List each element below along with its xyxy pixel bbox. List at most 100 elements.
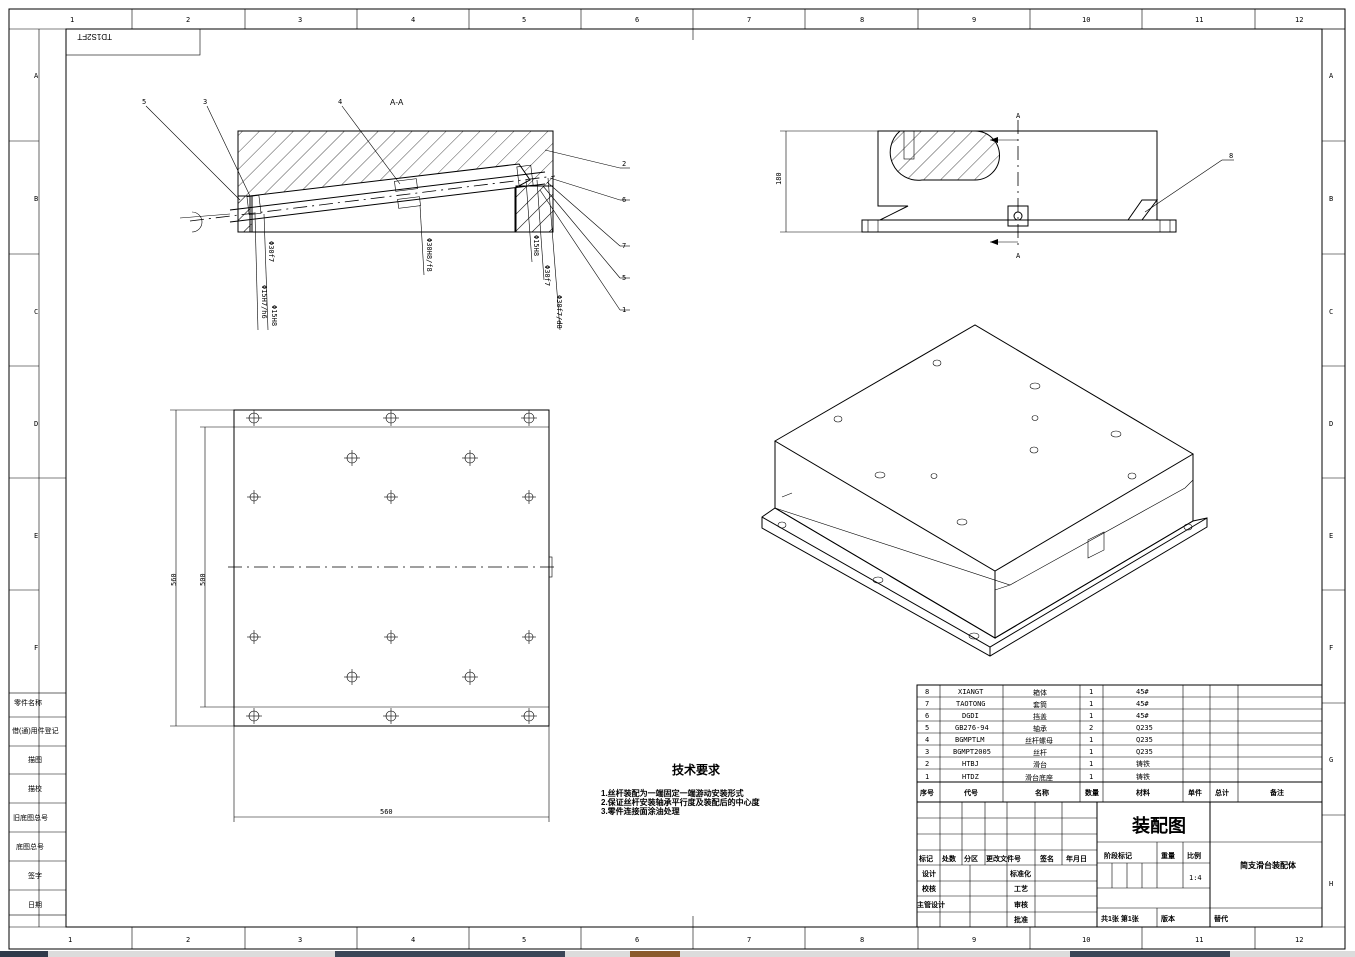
svg-text:设计: 设计 <box>922 869 936 878</box>
svg-text:Q235: Q235 <box>1136 724 1153 732</box>
svg-text:标准化: 标准化 <box>1009 869 1031 878</box>
svg-text:BGMPTLM: BGMPTLM <box>955 736 985 744</box>
row-divisions <box>9 140 1345 816</box>
svg-text:2.保证丝杆安装轴承平行度及装配后的中心度: 2.保证丝杆安装轴承平行度及装配后的中心度 <box>601 797 761 807</box>
column-labels-top: 1 2 3 4 5 6 7 8 9 10 11 12 <box>70 16 1303 24</box>
svg-text:Q235: Q235 <box>1136 748 1153 756</box>
svg-text:套筒: 套筒 <box>1033 700 1047 709</box>
svg-text:描图: 描图 <box>28 755 42 764</box>
svg-text:3: 3 <box>925 748 929 756</box>
svg-text:工艺: 工艺 <box>1014 884 1028 893</box>
svg-text:审核: 审核 <box>1014 900 1028 909</box>
svg-text:E: E <box>1329 532 1333 540</box>
row-labels: A B C D E F A B C D E F G H <box>34 72 1334 888</box>
svg-text:45#: 45# <box>1136 700 1149 708</box>
col-label: 10 <box>1082 936 1090 944</box>
svg-text:B: B <box>34 195 38 203</box>
left-archive-strip: 零件名称 借(通)用件登记 描图 描校 旧底图总号 底图总号 签字 日期 <box>8 692 67 916</box>
col-label: 2 <box>186 936 190 944</box>
corner-code-box: TD1S2FT <box>65 28 201 56</box>
column-labels-bottom: 1 2 3 4 5 6 7 8 9 10 11 12 <box>68 936 1303 944</box>
side-view: A A 180 8 <box>775 112 1234 260</box>
svg-text:BGMPT2005: BGMPT2005 <box>953 748 991 756</box>
svg-text:主管设计: 主管设计 <box>917 900 945 909</box>
bottom-strip-accent <box>630 951 680 957</box>
svg-text:底图总号: 底图总号 <box>16 842 44 851</box>
svg-text:1: 1 <box>1089 712 1093 720</box>
svg-text:45#: 45# <box>1136 688 1149 696</box>
svg-text:GB276-94: GB276-94 <box>955 724 989 732</box>
svg-text:材料: 材料 <box>1135 788 1150 797</box>
svg-text:A: A <box>1329 72 1334 80</box>
svg-text:标记: 标记 <box>918 854 933 863</box>
svg-text:B: B <box>1329 195 1333 203</box>
svg-text:500: 500 <box>199 573 207 586</box>
bottom-strip-dark <box>0 951 48 957</box>
svg-text:5: 5 <box>622 274 626 282</box>
svg-text:年月日: 年月日 <box>1066 854 1087 863</box>
svg-text:零件名称: 零件名称 <box>14 698 42 707</box>
svg-text:8: 8 <box>925 688 929 696</box>
svg-text:DGDI: DGDI <box>962 712 979 720</box>
svg-text:阶段标记: 阶段标记 <box>1104 851 1132 860</box>
svg-text:铸铁: 铸铁 <box>1136 759 1150 768</box>
col-label: 1 <box>70 16 74 24</box>
section-view-a-a: A-A 5 3 4 2 6 7 5 1 <box>142 98 630 331</box>
svg-text:5: 5 <box>142 98 146 106</box>
svg-text:HTBJ: HTBJ <box>962 760 979 768</box>
svg-text:45#: 45# <box>1136 712 1149 720</box>
svg-text:1: 1 <box>1089 748 1093 756</box>
svg-text:Φ30f7/d8: Φ30f7/d8 <box>555 295 563 329</box>
col-label: 1 <box>68 936 72 944</box>
svg-text:1: 1 <box>1089 700 1093 708</box>
col-label: 9 <box>972 936 976 944</box>
svg-text:批准: 批准 <box>1014 915 1028 924</box>
svg-text:Φ15H8: Φ15H8 <box>270 305 278 326</box>
col-label: 8 <box>860 16 864 24</box>
svg-text:滑台: 滑台 <box>1033 760 1047 769</box>
svg-text:1.丝杆装配为一端固定一端游动安装形式: 1.丝杆装配为一端固定一端游动安装形式 <box>601 788 744 798</box>
iso-holes <box>777 359 1193 640</box>
svg-text:A: A <box>1016 112 1021 120</box>
svg-text:序号: 序号 <box>919 788 934 797</box>
svg-text:旧底图总号: 旧底图总号 <box>13 813 48 822</box>
isometric-view <box>761 324 1208 657</box>
svg-text:总计: 总计 <box>1215 788 1229 797</box>
bottom-strip-dark-3 <box>1070 951 1230 957</box>
col-label: 6 <box>635 16 639 24</box>
svg-text:Φ15H8: Φ15H8 <box>532 235 540 256</box>
svg-text:Φ15H7/h6: Φ15H7/h6 <box>260 285 268 319</box>
svg-text:分区: 分区 <box>964 854 978 863</box>
svg-text:6: 6 <box>622 196 626 204</box>
svg-text:丝杆螺母: 丝杆螺母 <box>1025 736 1053 745</box>
svg-text:铸铁: 铸铁 <box>1136 772 1150 781</box>
svg-text:2: 2 <box>622 160 626 168</box>
svg-text:Φ30H8/f8: Φ30H8/f8 <box>425 238 433 272</box>
svg-text:1: 1 <box>925 773 929 781</box>
part-name: 简支滑台装配体 <box>1240 860 1297 870</box>
svg-text:5: 5 <box>925 724 929 732</box>
col-label: 6 <box>635 936 639 944</box>
col-label: 11 <box>1195 936 1203 944</box>
svg-text:名称: 名称 <box>1035 788 1049 797</box>
col-label: 11 <box>1195 16 1203 24</box>
svg-text:H: H <box>1329 880 1333 888</box>
plan-holes <box>246 410 537 724</box>
svg-text:1: 1 <box>1089 760 1093 768</box>
svg-text:替代: 替代 <box>1214 914 1228 923</box>
col-label: 4 <box>411 936 415 944</box>
plan-view: 560 560 500 <box>170 409 555 822</box>
svg-text:丝杆: 丝杆 <box>1033 748 1047 757</box>
tech-req-title: 技术要求 <box>672 762 721 777</box>
col-label: 2 <box>186 16 190 24</box>
svg-text:3: 3 <box>203 98 207 106</box>
col-label: 10 <box>1082 16 1090 24</box>
col-label: 3 <box>298 16 302 24</box>
